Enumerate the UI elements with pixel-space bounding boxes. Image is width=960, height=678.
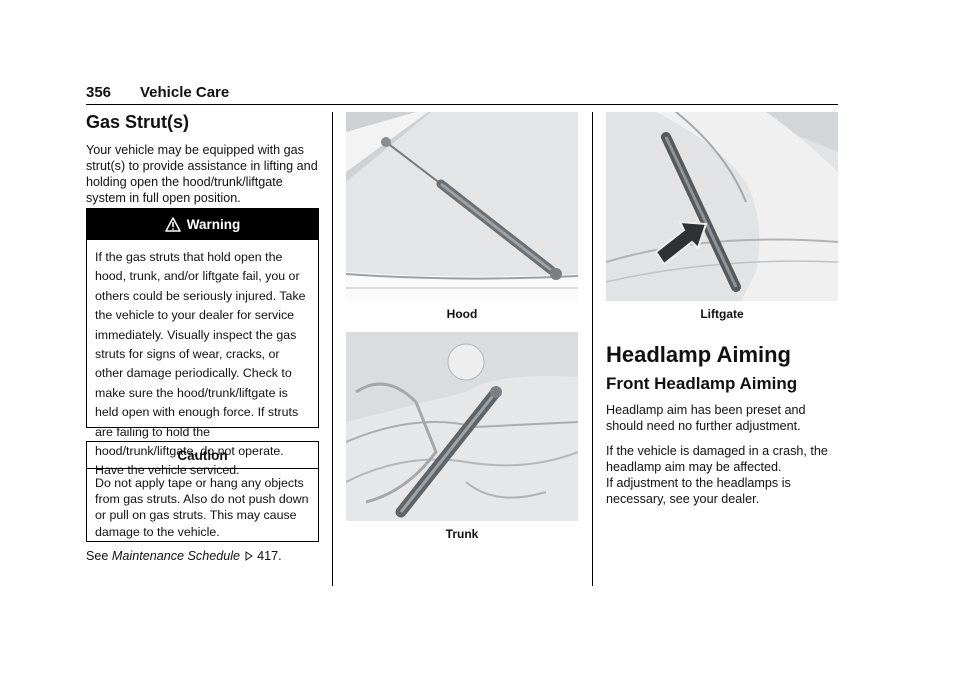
liftgate-illustration: [606, 112, 838, 301]
section-title: Vehicle Care: [140, 84, 230, 101]
warning-triangle-icon: [165, 217, 181, 232]
column-divider-right: [592, 112, 593, 586]
headlamp-paragraph-3: If adjustment to the headlamps is necess…: [606, 476, 791, 506]
headlamp-paragraph-1: Headlamp aim has been preset and should …: [606, 403, 806, 433]
headlamp-heading-block: Headlamp Aiming: [606, 342, 838, 368]
caution-box: Caution Do not apply tape or hang any ob…: [86, 441, 319, 542]
see-reference: See Maintenance Schedule 417.: [86, 549, 282, 563]
maintenance-schedule-link[interactable]: Maintenance Schedule: [111, 549, 241, 563]
warning-title: Warning: [186, 217, 241, 232]
caution-text: Do not apply tape or hang any objects fr…: [95, 476, 309, 539]
front-headlamp-heading-block: Front Headlamp Aiming: [606, 374, 838, 394]
page-reference-icon: [245, 551, 253, 561]
headlamp-paragraph-2: If the vehicle is damaged in a crash, th…: [606, 444, 828, 474]
page-number: 356: [86, 84, 112, 101]
see-prefix: See: [86, 549, 112, 563]
see-page-number: 417.: [257, 549, 282, 563]
hood-illustration: [346, 112, 578, 301]
warning-header: Warning: [87, 209, 318, 240]
caution-title: Caution: [87, 442, 318, 469]
trunk-illustration: [346, 332, 578, 521]
front-headlamp-aiming-heading: Front Headlamp Aiming: [606, 374, 798, 393]
column-divider-left: [332, 112, 333, 586]
headlamp-text: Headlamp aim has been preset and should …: [606, 402, 838, 507]
gas-strut-section: Gas Strut(s) Your vehicle may be equippe…: [86, 112, 319, 206]
trunk-caption: Trunk: [445, 527, 479, 541]
page-header: 356 Vehicle Care: [86, 84, 838, 105]
gas-strut-intro: Your vehicle may be equipped with gas st…: [86, 143, 318, 205]
gas-strut-heading: Gas Strut(s): [86, 112, 190, 132]
warning-box: Warning If the gas struts that hold open…: [86, 208, 319, 477]
hood-caption: Hood: [446, 307, 478, 321]
headlamp-aiming-heading: Headlamp Aiming: [606, 342, 791, 367]
liftgate-caption: Liftgate: [700, 307, 744, 321]
warning-text: If the gas struts that hold open the hoo…: [95, 250, 306, 478]
